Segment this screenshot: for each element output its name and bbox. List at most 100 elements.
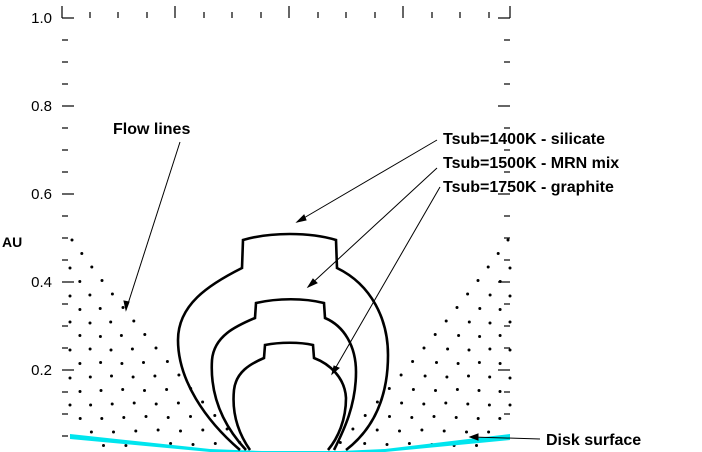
flow-line-dot <box>508 320 512 324</box>
flow-line-dot <box>420 428 424 432</box>
flow-line-dot <box>457 334 461 337</box>
flow-line-dot <box>508 348 512 352</box>
flow-line-dot <box>477 361 481 364</box>
flow-line-dot <box>496 252 500 255</box>
flow-line-dot <box>78 334 82 337</box>
sublimation-front-mrn-mix <box>210 297 358 451</box>
flow-line-dot <box>88 375 92 379</box>
flow-line-dot <box>213 442 217 445</box>
flow-line-dot <box>143 333 147 336</box>
flow-line-dot <box>456 362 460 365</box>
flow-line-dot <box>191 443 195 446</box>
flow-line-dot <box>399 373 403 377</box>
flow-line-dot <box>165 360 169 363</box>
flow-line-dot <box>467 374 470 378</box>
annotation-arrows <box>123 139 541 441</box>
flow-line-dot <box>477 389 481 392</box>
flow-line-dot <box>213 414 217 417</box>
flow-line-dot <box>165 388 169 391</box>
flow-line-dot <box>142 361 145 364</box>
flow-line-dot <box>442 429 446 433</box>
flow-line-dot <box>498 390 502 393</box>
flow-line-dot <box>102 444 105 447</box>
flow-line-dot <box>375 400 379 404</box>
y-axis-label: AU <box>2 234 22 250</box>
flow-line-dot <box>375 428 379 432</box>
flow-line-dot <box>465 430 468 434</box>
flow-line-dot <box>143 389 146 392</box>
flow-line-dot <box>121 388 125 391</box>
sublimation-front-silicate <box>176 232 390 452</box>
flow-line-dot <box>99 389 103 392</box>
flow-line-dot <box>498 308 502 311</box>
flow-line-dot <box>467 348 471 352</box>
frame-ticks <box>61 6 511 437</box>
flow-line-dot <box>179 429 182 433</box>
flow-line-dot <box>407 442 411 445</box>
flow-line-dot <box>120 362 124 365</box>
flow-line-dot <box>78 390 82 393</box>
flow-line-dot <box>498 280 502 283</box>
flow-line-dot <box>156 428 160 432</box>
flow-line-dot <box>89 403 93 407</box>
flow-line-dot <box>99 361 103 364</box>
flow-line-dot <box>124 444 128 447</box>
flow-line-dot <box>112 430 115 434</box>
flow-line-dot <box>434 389 437 392</box>
flow-line-dot <box>78 280 82 283</box>
flow-line-dot <box>410 416 414 419</box>
flow-line-dot <box>475 444 478 447</box>
flow-line-dot <box>422 346 426 350</box>
flow-line-dot <box>455 388 459 391</box>
flow-line-dot <box>110 292 114 296</box>
flow-line-dot <box>177 373 181 377</box>
flow-line-dot <box>70 238 74 242</box>
flow-line-dot <box>433 333 437 336</box>
flow-line-dot <box>78 417 82 420</box>
flow-line-dot <box>100 279 104 282</box>
flow-line-dot <box>444 319 448 323</box>
flow-line-dot <box>478 307 482 310</box>
flow-line-dot <box>455 306 459 309</box>
flow-line-dot <box>89 430 93 434</box>
flow-line-dot <box>445 375 449 379</box>
flow-line-dot <box>498 334 502 337</box>
flow-line-dot <box>466 292 470 296</box>
flow-line-dot <box>338 441 342 444</box>
flow-line-dot <box>68 266 72 270</box>
flow-line-dot <box>88 347 92 351</box>
flow-line-dot <box>506 238 510 242</box>
flow-line-dot <box>80 252 84 255</box>
flow-line-dot <box>122 416 126 419</box>
flow-line-dot <box>132 401 136 405</box>
flow-line-dot <box>201 400 205 404</box>
flow-line-dot <box>110 374 113 378</box>
flow-line-dot <box>398 429 401 433</box>
flow-line-dot <box>109 320 113 324</box>
flow-line-dot <box>110 402 114 406</box>
flow-line-dot <box>176 401 180 405</box>
flow-line-dot <box>488 321 492 325</box>
flow-line-dot <box>68 294 72 298</box>
y-tick-label-0.2: 0.2 <box>31 362 52 379</box>
flow-lines-label: Flow lines <box>113 121 190 138</box>
flow-line-dot <box>411 388 415 391</box>
flow-line-dot <box>88 321 92 325</box>
flow-line-dot <box>169 442 173 445</box>
flow-line-dot <box>432 415 436 418</box>
flow-line-dot <box>388 415 391 418</box>
flow-line-dot <box>119 334 123 337</box>
flow-line-dot <box>68 348 72 352</box>
flow-line-dot <box>201 428 205 432</box>
flow-line-dot <box>498 362 502 365</box>
flow-line-dot <box>189 415 192 418</box>
flow-line-dot <box>351 427 355 431</box>
flow-line-dot <box>435 361 438 364</box>
flow-line-dot <box>422 402 426 406</box>
flow-line-dot <box>411 360 415 363</box>
mrn-mix-front-label: Tsub=1500K - MRN mix <box>443 155 619 172</box>
flow-line-dot <box>109 348 113 352</box>
flow-line-dot <box>78 308 82 311</box>
flow-line-dot <box>166 416 170 419</box>
